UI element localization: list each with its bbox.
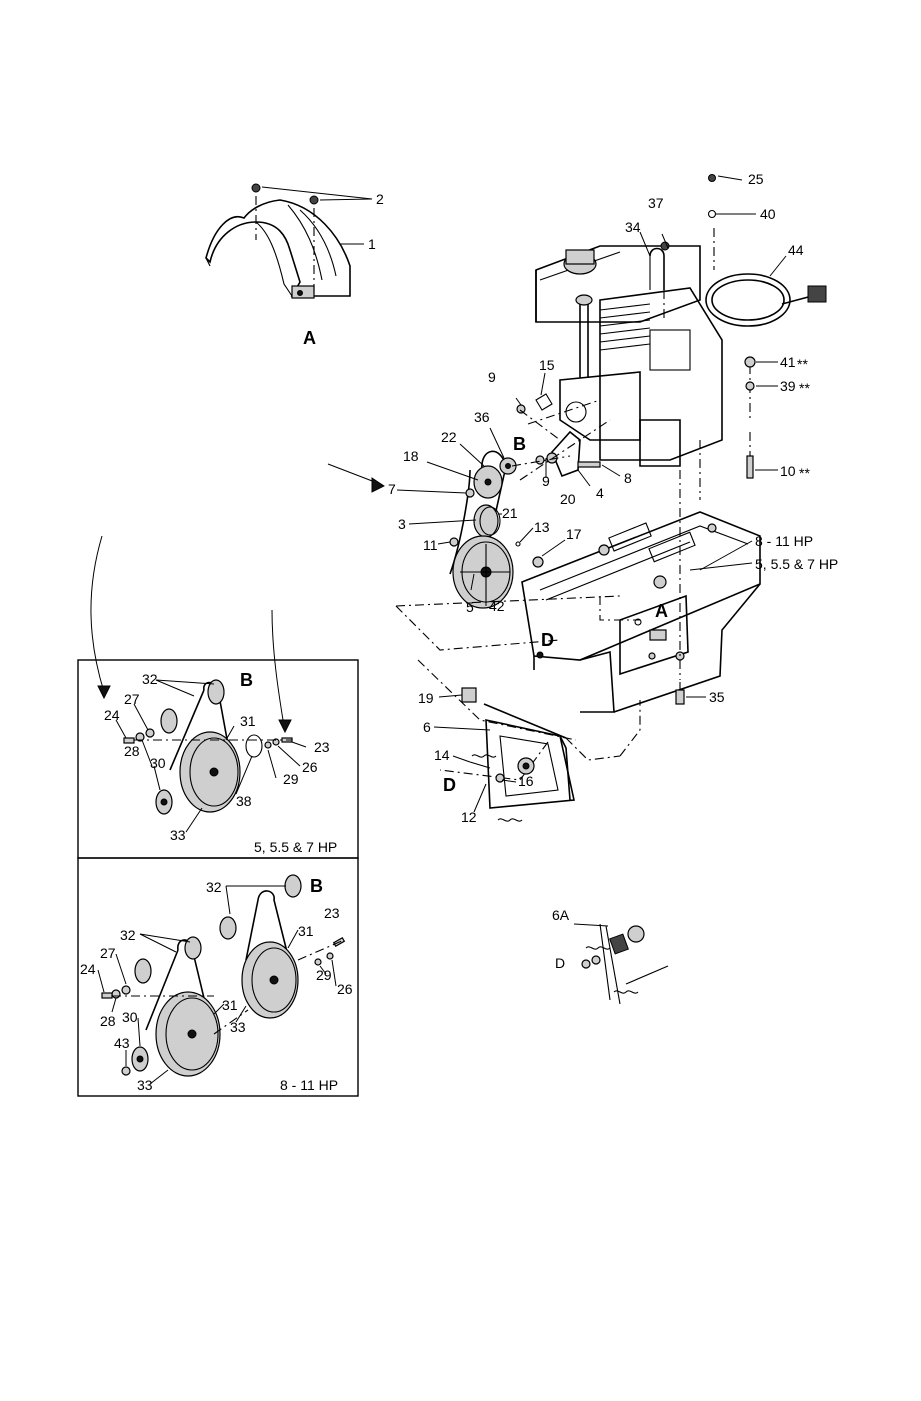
callout-D-detail: D <box>555 955 565 971</box>
inset-bottom-footer: 8 - 11 HP <box>280 1077 338 1093</box>
inset-top-callout-26: 26 <box>302 759 318 775</box>
callout-D-plate: D <box>443 775 456 795</box>
callout-7: 7 <box>388 481 396 497</box>
inset-bottom-callout-27: 27 <box>100 945 116 961</box>
inset-top-callout-29: 29 <box>283 771 299 787</box>
callout-13: 13 <box>534 519 550 535</box>
callout-2: 2 <box>376 191 384 207</box>
inset-top-callout-B: B <box>240 670 253 690</box>
stars-10: ** <box>799 465 810 481</box>
callout-42: 42 <box>489 598 505 614</box>
callout-39: 39 <box>780 378 796 394</box>
inset-top-callout-32: 32 <box>142 671 158 687</box>
callout-A-frame: A <box>655 601 668 621</box>
inset-bottom-callout-30: 30 <box>122 1009 138 1025</box>
callout-40: 40 <box>760 206 776 222</box>
inset-top-callout-24: 24 <box>104 707 120 723</box>
callout-D-frame: D <box>541 630 554 650</box>
callout-17: 17 <box>566 526 582 542</box>
callout-35: 35 <box>709 689 725 705</box>
inset-bottom-callout-31b: 31 <box>222 997 238 1013</box>
callout-41: 41 <box>780 354 796 370</box>
inset-bottom-callout-29: 29 <box>316 967 332 983</box>
inset-top-parts <box>124 680 292 814</box>
inset-bottom-callout-24: 24 <box>80 961 96 977</box>
callout-9a: 9 <box>488 369 496 385</box>
callout-8: 8 <box>624 470 632 486</box>
callout-37: 37 <box>648 195 664 211</box>
inset-bottom-callout-43: 43 <box>114 1035 130 1051</box>
cooling-fins <box>600 304 650 350</box>
inset-bottom-callout-32a: 32 <box>206 879 222 895</box>
inset-bottom-callout-B: B <box>310 876 323 896</box>
inset-top-callout-31: 31 <box>240 713 256 729</box>
callout-4: 4 <box>596 485 604 501</box>
callout-36: 36 <box>474 409 490 425</box>
stars-41: ** <box>797 356 808 372</box>
callout-9b: 9 <box>542 473 550 489</box>
callout-B-main: B <box>513 434 526 454</box>
callout-3: 3 <box>398 516 406 532</box>
pulley-assembly <box>450 451 516 608</box>
engine <box>536 246 722 466</box>
inset-bottom-parts <box>102 875 344 1076</box>
callout-20: 20 <box>560 491 576 507</box>
inset-bottom-callout-23: 23 <box>324 905 340 921</box>
stars-39: ** <box>799 380 810 396</box>
inset-top-footer: 5, 5.5 & 7 HP <box>254 839 337 855</box>
callout-16: 16 <box>518 773 534 789</box>
callout-14: 14 <box>434 747 450 763</box>
inset-top-callout-33: 33 <box>170 827 186 843</box>
inset-top-callout-23: 23 <box>314 739 330 755</box>
callout-A-shield: A <box>303 328 316 348</box>
inset-top-callout-38: 38 <box>236 793 252 809</box>
callout-15: 15 <box>539 357 555 373</box>
inset-top-callout-28: 28 <box>124 743 140 759</box>
callout-18: 18 <box>403 448 419 464</box>
callout-22: 22 <box>441 429 457 445</box>
inset-top-callout-27: 27 <box>124 691 140 707</box>
callout-10: 10 <box>780 463 796 479</box>
frame-label-hp-high: 8 - 11 HP <box>755 533 813 549</box>
inset-bottom-callout-28: 28 <box>100 1013 116 1029</box>
frame-label-hp-low: 5, 5.5 & 7 HP <box>755 556 838 572</box>
callout-25: 25 <box>748 171 764 187</box>
primer-bracket <box>650 242 669 318</box>
inset-bottom-callout-33b: 33 <box>137 1077 153 1093</box>
callout-1: 1 <box>368 236 376 252</box>
callout-44: 44 <box>788 242 804 258</box>
callout-12: 12 <box>461 809 477 825</box>
inset-bottom-callout-32b: 32 <box>120 927 136 943</box>
belt-shield <box>206 196 350 298</box>
callout-21: 21 <box>502 505 518 521</box>
inset-bottom-callout-33a: 33 <box>230 1019 246 1035</box>
callout-5: 5 <box>466 599 474 615</box>
inset-top-callout-30: 30 <box>150 755 166 771</box>
inset-bottom-callout-31a: 31 <box>298 923 314 939</box>
detail-6A <box>582 924 668 1004</box>
callout-34: 34 <box>625 219 641 235</box>
callout-19: 19 <box>418 690 434 706</box>
frame <box>522 512 760 712</box>
inset-bottom-callout-26: 26 <box>337 981 353 997</box>
callout-6: 6 <box>423 719 431 735</box>
extension-cord <box>706 274 826 326</box>
callout-6A: 6A <box>552 907 570 923</box>
callout-11: 11 <box>423 537 438 553</box>
